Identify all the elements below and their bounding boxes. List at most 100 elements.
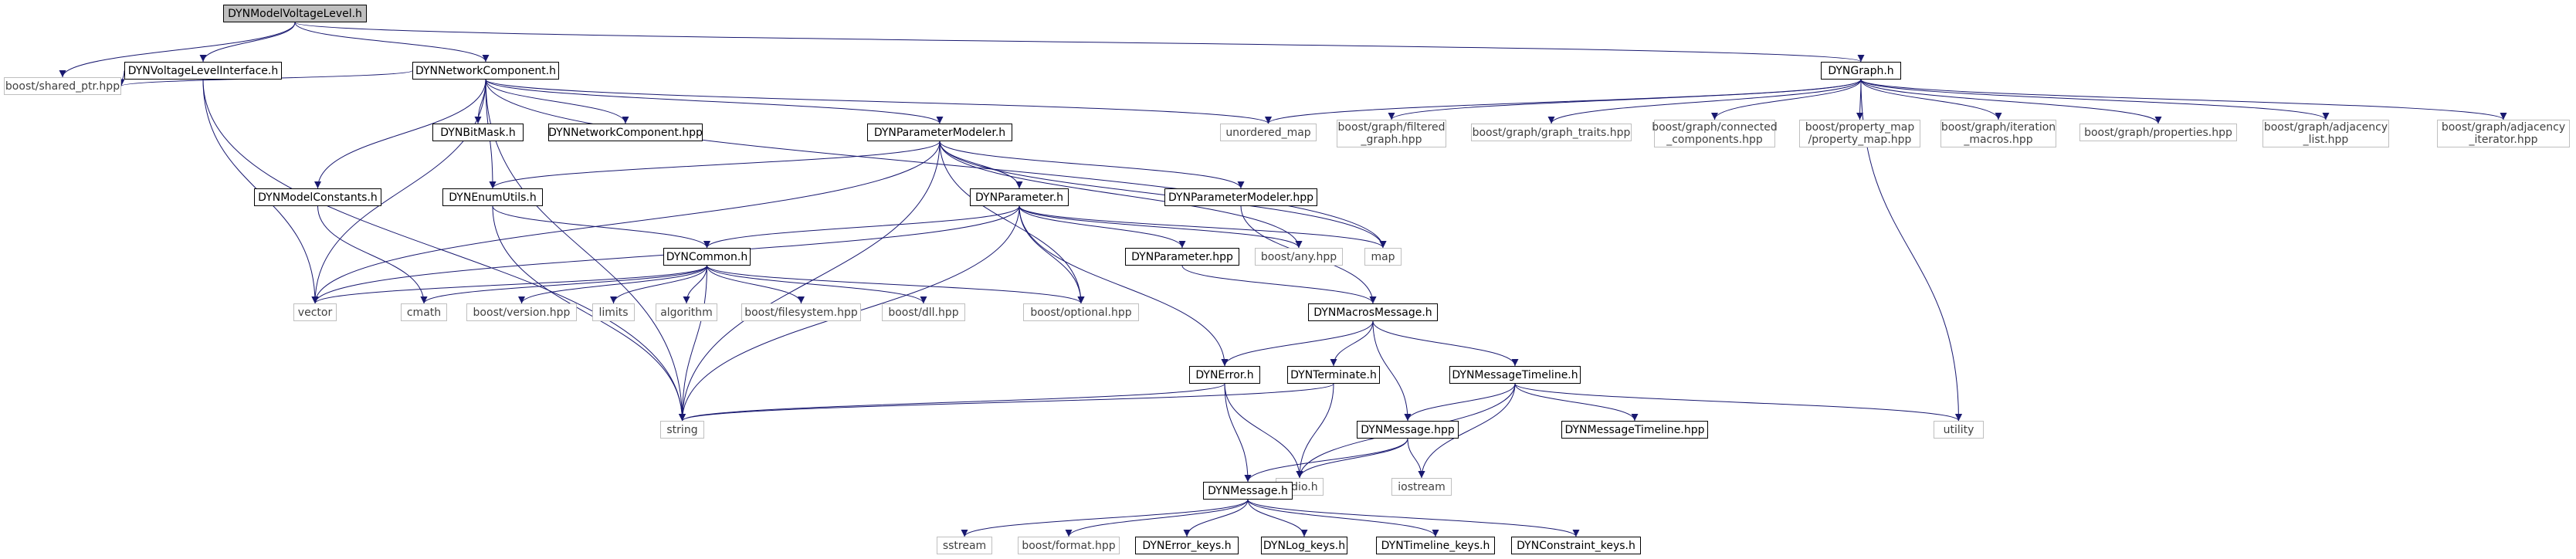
node-boost-shared-ptr-hpp: boost/shared_ptr.hpp xyxy=(4,77,121,95)
edge-msghpp-to-msg xyxy=(1244,438,1408,483)
node-dynenumutils-h[interactable]: DYNEnumUtils.h xyxy=(442,188,543,206)
node-boost-version-hpp: boost/version.hpp xyxy=(466,303,577,321)
edge-msghpp-to-iostream xyxy=(1407,438,1425,479)
node-boost-graph-iteration-macros-hpp: boost/graph/iteration _macros.hpp xyxy=(1940,120,2056,147)
edge-param-to-any xyxy=(1019,205,1303,249)
edge-error-to-string xyxy=(679,383,1225,422)
edge-mtl-to-mtlhpp xyxy=(1514,383,1639,422)
edge-root-to-shared_ptr xyxy=(59,22,296,78)
node-dynerror-keys-h[interactable]: DYNError_keys.h xyxy=(1135,537,1239,554)
node-boost-dll-hpp: boost/dll.hpp xyxy=(882,303,965,321)
edge-mtl-to-msghpp xyxy=(1404,383,1516,422)
edge-graph-to-adjlist xyxy=(1860,79,2330,120)
edge-terminate-to-stdio xyxy=(1296,383,1334,479)
edge-nc-to-mc xyxy=(314,79,486,189)
edge-pm-to-pmhpp xyxy=(939,141,1245,189)
edge-pm-to-optional xyxy=(939,141,1085,304)
node-dyngraph-h[interactable]: DYNGraph.h xyxy=(1821,62,1901,80)
node-boost-graph-adjacency-list-hpp: boost/graph/adjacency _list.hpp xyxy=(2262,120,2389,147)
node-boost-graph-properties-hpp: boost/graph/properties.hpp xyxy=(2079,124,2237,141)
node-dynbitmask-h[interactable]: DYNBitMask.h xyxy=(432,124,524,141)
node-dynconstraint-keys-h[interactable]: DYNConstraint_keys.h xyxy=(1511,537,1641,554)
node-dyntimeline-keys-h[interactable]: DYNTimeline_keys.h xyxy=(1376,537,1495,554)
node-dynterminate-h[interactable]: DYNTerminate.h xyxy=(1287,366,1380,384)
node-dynmessage-hpp[interactable]: DYNMessage.hpp xyxy=(1357,421,1459,439)
node-boost-graph-graph-traits-hpp: boost/graph/graph_traits.hpp xyxy=(1471,124,1632,141)
node-boost-property-map-property-map-hpp: boost/property_map /property_map.hpp xyxy=(1799,120,1920,147)
node-utility: utility xyxy=(1934,421,1984,439)
node-dynvoltagelevelinterface-h[interactable]: DYNVoltageLevelInterface.h xyxy=(124,62,282,80)
edge-pm-to-string xyxy=(679,141,941,422)
edge-graph-to-adjit xyxy=(1860,79,2507,120)
edge-graph-to-iterm xyxy=(1860,79,2002,120)
edge-msg-to-format xyxy=(1065,499,1249,537)
edge-common-to-optional xyxy=(707,265,1085,304)
edge-pm-to-eu xyxy=(489,141,941,189)
node-dynparametermodeler-h[interactable]: DYNParameterModeler.h xyxy=(867,124,1012,141)
edge-param-to-paramhpp xyxy=(1019,205,1186,249)
edge-root-to-graph xyxy=(294,22,1864,63)
node-dynmacrosmessage-h[interactable]: DYNMacrosMessage.h xyxy=(1308,303,1438,321)
node-sstream: sstream xyxy=(937,537,992,554)
edge-macros-to-terminate xyxy=(1330,320,1374,367)
node-limits: limits xyxy=(592,303,635,321)
edge-root-to-nc xyxy=(294,22,490,63)
edge-msg-to-errkeys xyxy=(1183,499,1249,537)
node-boost-graph-filtered-graph-hpp: boost/graph/filtered _graph.hpp xyxy=(1337,120,1446,147)
edge-common-to-algorithm xyxy=(683,265,707,304)
edge-mtl-to-iostream xyxy=(1418,383,1516,479)
edge-param-to-optional xyxy=(1019,205,1085,304)
node-dynmessagetimeline-hpp[interactable]: DYNMessageTimeline.hpp xyxy=(1561,421,1708,439)
edge-nc-to-string xyxy=(485,79,686,422)
node-boost-any-hpp: boost/any.hpp xyxy=(1255,248,1343,266)
edge-macros-to-msghpp xyxy=(1372,320,1412,422)
edge-mtl-to-utility xyxy=(1514,383,1962,422)
node-dynnetworkcomponent-hpp[interactable]: DYNNetworkComponent.hpp xyxy=(548,124,703,141)
edge-nc-to-map xyxy=(485,79,1387,249)
node-cmath: cmath xyxy=(401,303,447,321)
node-dynmessagetimeline-h[interactable]: DYNMessageTimeline.h xyxy=(1449,366,1581,384)
node-string: string xyxy=(660,421,704,439)
edge-msg-to-sstream xyxy=(961,499,1249,537)
edge-macros-to-mtl xyxy=(1372,320,1519,367)
node-map: map xyxy=(1364,248,1402,266)
edge-common-to-cmath xyxy=(420,265,707,304)
edge-error-to-stdio xyxy=(1224,383,1303,479)
node-unordered-map: unordered_map xyxy=(1220,124,1317,141)
node-dynmodelconstants-h[interactable]: DYNModelConstants.h xyxy=(254,188,381,206)
edge-param-to-map xyxy=(1019,205,1387,249)
edge-pm-to-map xyxy=(939,141,1387,249)
node-dynlog-keys-h[interactable]: DYNLog_keys.h xyxy=(1261,537,1347,554)
edge-paramhpp-to-macros xyxy=(1181,265,1377,304)
edge-error-to-msg xyxy=(1224,383,1252,483)
node-boost-format-hpp: boost/format.hpp xyxy=(1018,537,1120,554)
node-boost-graph-adjacency-iterator-hpp: boost/graph/adjacency _iterator.hpp xyxy=(2437,120,2570,147)
node-dynparametermodeler-hpp[interactable]: DYNParameterModeler.hpp xyxy=(1164,188,1317,206)
edge-graph-to-props xyxy=(1860,79,2162,124)
edge-msg-to-ckeys xyxy=(1247,499,1580,537)
edge-param-to-error xyxy=(1019,205,1229,367)
edge-eu-to-common xyxy=(492,205,710,249)
node-iostream: iostream xyxy=(1391,478,1452,496)
node-dynparameter-h[interactable]: DYNParameter.h xyxy=(970,188,1069,206)
edge-nc-to-umap xyxy=(485,79,1272,124)
node-vector: vector xyxy=(293,303,337,321)
node-boost-filesystem-hpp: boost/filesystem.hpp xyxy=(741,303,861,321)
edge-common-to-vector xyxy=(311,265,707,304)
edge-common-to-version xyxy=(518,265,707,304)
edge-terminate-to-string xyxy=(679,383,1334,422)
edge-mc-to-cmath xyxy=(317,205,428,304)
node-boost-graph-connected-components-hpp: boost/graph/connected _components.hpp xyxy=(1652,120,1778,147)
edge-msghpp-to-stdio xyxy=(1296,438,1408,479)
node-dyncommon-h[interactable]: DYNCommon.h xyxy=(663,248,751,266)
node-dynmessage-h[interactable]: DYNMessage.h xyxy=(1203,482,1293,500)
node-boost-optional-hpp: boost/optional.hpp xyxy=(1023,303,1139,321)
edge-common-to-dll xyxy=(707,265,927,304)
edge-nc-to-pm xyxy=(485,79,944,124)
node-dynnetworkcomponent-h[interactable]: DYNNetworkComponent.h xyxy=(412,62,559,80)
edge-pm-to-param xyxy=(939,141,1023,189)
node-dynerror-h[interactable]: DYNError.h xyxy=(1189,366,1260,384)
node-dynparameter-hpp[interactable]: DYNParameter.hpp xyxy=(1125,248,1239,266)
